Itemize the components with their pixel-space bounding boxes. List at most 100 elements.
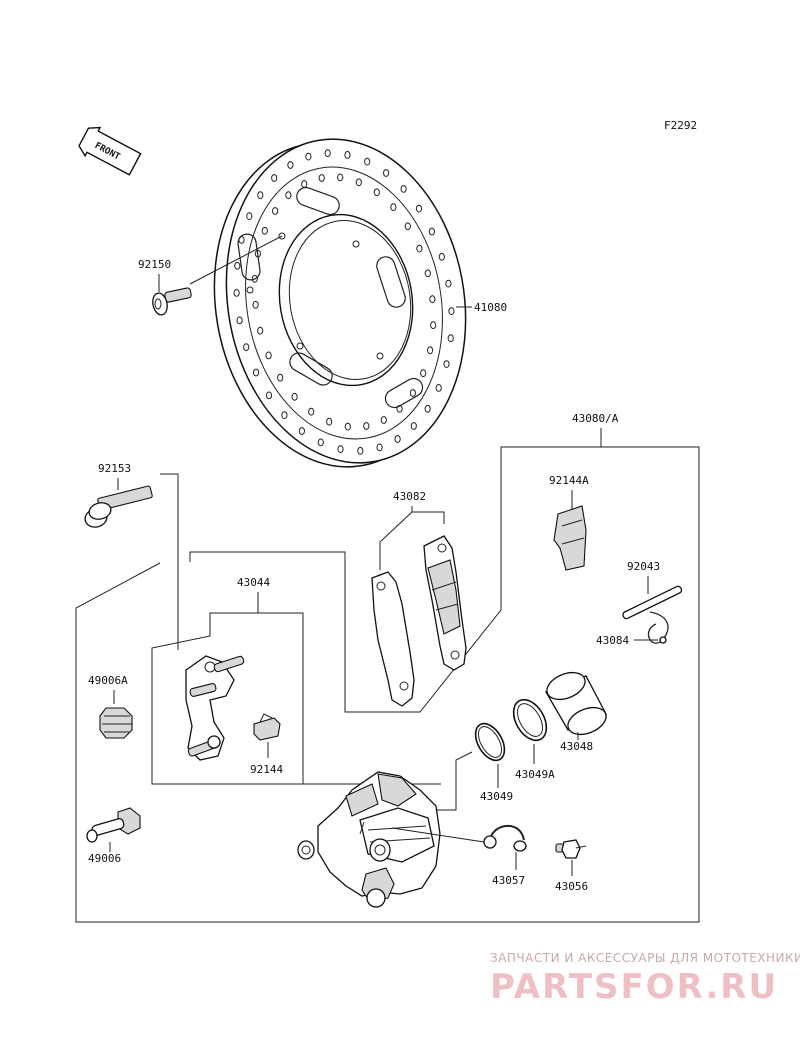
- disc-hole: [344, 422, 351, 431]
- label-49006A: 49006A: [88, 674, 128, 687]
- label-92150: 92150: [138, 258, 171, 271]
- disc-hole: [301, 180, 308, 188]
- disc-hole: [373, 188, 380, 197]
- disc-hole: [357, 446, 364, 455]
- disc-hole: [383, 169, 390, 177]
- disc-hole: [424, 404, 431, 413]
- disc-hole: [427, 346, 434, 355]
- disc-hole: [447, 334, 454, 343]
- disc-hole: [238, 236, 245, 244]
- label-41080: 41080: [474, 301, 507, 314]
- piston: [545, 671, 607, 736]
- disc-hole: [430, 321, 437, 330]
- brake-disc: [213, 138, 467, 468]
- disc-hole: [443, 360, 450, 369]
- pad-spring: [553, 505, 587, 571]
- brake-pad-rear: [371, 571, 415, 707]
- label-43049: 43049: [480, 790, 513, 803]
- disc-hole: [410, 422, 417, 430]
- disc-mount-hole: [246, 286, 254, 294]
- disc-hole: [376, 443, 383, 452]
- disc-hole: [281, 411, 288, 420]
- disc-hole: [261, 226, 268, 235]
- disc-hole: [298, 427, 305, 435]
- disc-hole: [445, 279, 452, 288]
- disc-hole: [390, 203, 397, 212]
- label-43056: 43056: [555, 880, 588, 893]
- caliper-bolt: [84, 485, 153, 528]
- bleeder-cap: [483, 824, 527, 852]
- disc-hole: [233, 289, 240, 297]
- disc-hole: [271, 174, 278, 182]
- bracket-spring: [253, 713, 281, 741]
- disc-mount-hole: [352, 240, 360, 248]
- disc-mount-hole: [296, 342, 304, 350]
- rubber-boot: [99, 707, 133, 739]
- label-43048: 43048: [560, 740, 593, 753]
- label-49006: 49006: [88, 852, 121, 865]
- label-43080A: 43080/A: [572, 412, 619, 425]
- caliper-bracket: [185, 655, 245, 761]
- disc-hole: [344, 151, 351, 159]
- disc-hole: [277, 373, 284, 382]
- disc-hole: [243, 343, 250, 352]
- label-92043: 92043: [627, 560, 660, 573]
- disc-hole: [337, 173, 344, 182]
- label-43049A: 43049A: [515, 768, 555, 781]
- disc-hole: [404, 222, 411, 231]
- disc-hole: [246, 212, 253, 221]
- slide-pin: [86, 807, 141, 843]
- disc-hole: [253, 368, 260, 377]
- figure-code: F2292: [664, 119, 697, 132]
- disc-hole: [257, 326, 264, 335]
- assembly-outline: [75, 428, 700, 923]
- disc-hole: [318, 174, 325, 182]
- disc-hole: [317, 438, 324, 447]
- brake-pad-front: [423, 535, 467, 671]
- disc-hole: [428, 227, 435, 236]
- disc-hole: [308, 407, 315, 416]
- piston-seal: [474, 722, 506, 762]
- label-43084: 43084: [596, 634, 629, 647]
- bleeder-valve: [555, 839, 587, 859]
- disc-hole: [400, 185, 407, 193]
- disc-hole: [396, 404, 403, 413]
- disc-hole: [380, 416, 387, 424]
- disc-hole: [265, 351, 272, 360]
- disc-hole: [236, 316, 243, 325]
- label-43057: 43057: [492, 874, 525, 887]
- disc-hole: [438, 252, 445, 261]
- disc-hole: [448, 307, 455, 316]
- watermark-logo: PARTSFOR.RU: [490, 967, 778, 1007]
- disc-hole: [416, 244, 423, 253]
- disc-hole: [324, 149, 331, 158]
- disc-mount-hole: [376, 352, 384, 360]
- dust-seal: [512, 698, 548, 742]
- disc-hole: [251, 274, 258, 283]
- disc-hole: [364, 157, 371, 166]
- disc-hole: [254, 249, 261, 258]
- disc-bolt: [152, 235, 283, 316]
- disc-hole: [429, 295, 436, 304]
- disc-hole: [234, 261, 241, 270]
- disc-hole: [287, 161, 294, 169]
- disc-hole: [265, 391, 273, 400]
- disc-holes: [233, 149, 455, 455]
- front-arrow-icon: FRONT: [78, 126, 142, 176]
- disc-hole: [363, 422, 370, 430]
- disc-hole: [355, 178, 362, 187]
- pad-pin: [622, 585, 683, 620]
- disc-hole: [291, 392, 298, 401]
- disc-hole: [424, 269, 431, 278]
- pin-clip: [647, 611, 669, 644]
- disc-mount-hole: [278, 232, 286, 240]
- disc-hole: [435, 384, 442, 392]
- label-92144: 92144: [250, 763, 283, 776]
- disc-hole: [409, 389, 416, 397]
- disc-hole: [252, 300, 259, 309]
- disc-hole: [415, 204, 423, 213]
- label-92144A: 92144A: [549, 474, 589, 487]
- disc-hole: [272, 207, 279, 215]
- disc-hole: [305, 152, 312, 161]
